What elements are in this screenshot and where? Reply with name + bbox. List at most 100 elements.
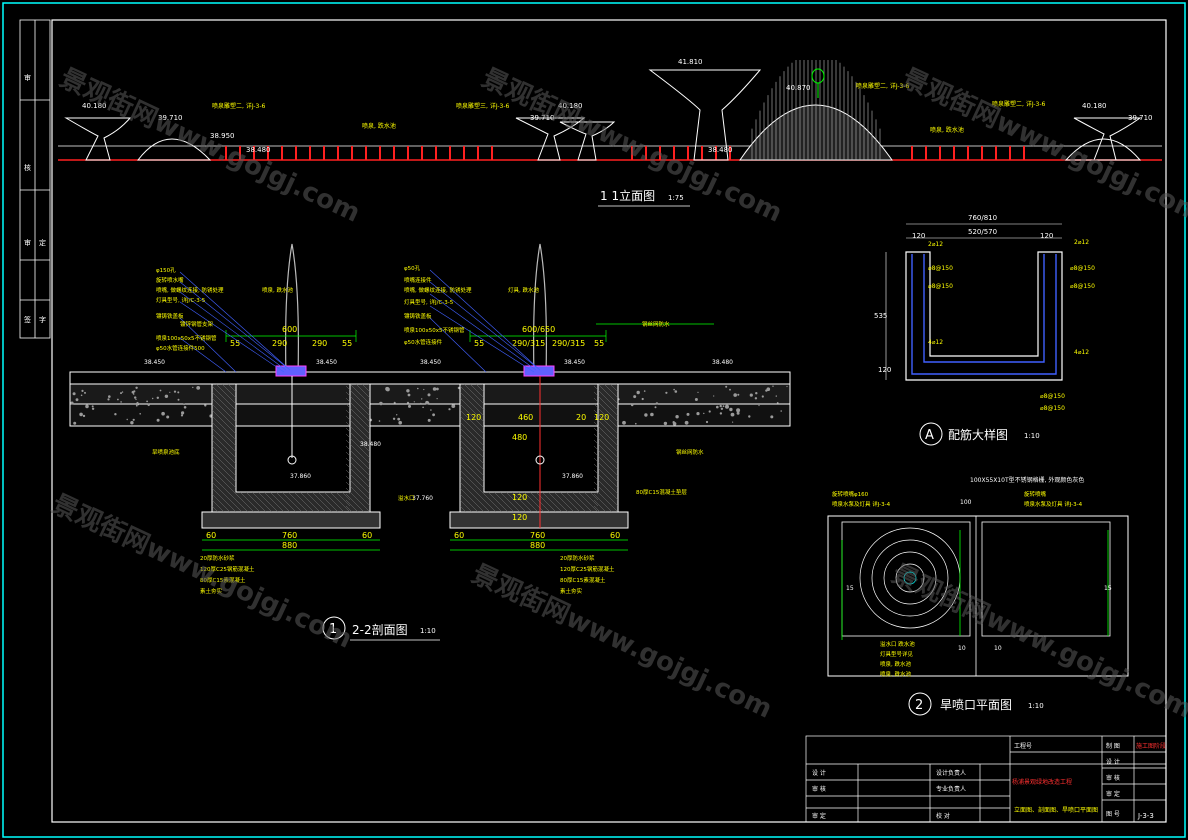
dim-label: 10 — [958, 645, 966, 652]
section-note: 20厚防水砂浆 — [200, 554, 235, 562]
hatch-line — [341, 491, 351, 501]
gravel-texture — [70, 385, 788, 426]
hatch-line — [245, 491, 267, 513]
tb-project: 杨浦景观绿地改造工程 — [1012, 778, 1072, 786]
plan-label: 喷泉, 跌水池 — [880, 660, 911, 668]
level-label: 38.480 — [708, 146, 733, 154]
hatch-line — [355, 383, 371, 399]
gravel-dot — [152, 397, 154, 400]
gravel-dot — [108, 395, 111, 398]
gravel-dot — [749, 393, 753, 397]
hatch-line — [593, 385, 619, 411]
hatch-line — [463, 383, 485, 405]
plan-label: 旋转喷嘴 — [1024, 490, 1047, 498]
elevation-note: 喷泉雕塑二, 详J-3-6 — [212, 102, 266, 110]
dim-label: 880 — [282, 541, 297, 550]
dim-label: 880 — [530, 541, 545, 550]
hatch-line — [281, 491, 303, 513]
gravel-dot — [780, 410, 782, 412]
gravel-dot — [133, 390, 136, 393]
tb-label: 设计负责人 — [936, 769, 966, 777]
gravel-dot — [673, 388, 675, 391]
rebar-label: ⌀8@150 — [1040, 393, 1065, 400]
hatch-line — [211, 421, 237, 447]
nozzle-cap — [275, 365, 307, 377]
section-title: 2-2剖面图 — [352, 623, 408, 637]
dome — [136, 138, 212, 161]
dim-label: 55 — [594, 339, 604, 348]
hatch-line — [615, 383, 619, 387]
gravel-dot — [650, 412, 654, 417]
level-label: 38.450 — [420, 359, 441, 366]
dim-label: 290/315 — [512, 339, 545, 348]
gravel-dot — [183, 403, 186, 406]
gravel-dot — [385, 386, 390, 391]
hatch-line — [317, 491, 339, 513]
hatch-line — [287, 491, 309, 513]
rebar-detail: 760/810 520/570 120 120 535 120 2⌀12 2⌀1… — [874, 214, 1095, 446]
hatch-line — [345, 469, 371, 495]
elevation-note: 喷泉, 跌水池 — [362, 122, 396, 130]
hatch-line — [593, 505, 601, 513]
level-label: 39.710 — [1128, 114, 1153, 122]
gravel-dot — [156, 396, 159, 399]
hatch-line — [233, 383, 237, 387]
gravel-dot — [396, 414, 398, 416]
hatch-line — [235, 505, 243, 513]
section-note: 80厚C15素混凝土 — [560, 576, 606, 584]
dim-label: 290/315 — [552, 339, 585, 348]
hatch-line — [593, 421, 619, 447]
hatch-line — [583, 491, 599, 507]
hatch-line — [345, 385, 371, 411]
tb-label: 专业负责人 — [936, 785, 966, 793]
hatch-line — [593, 403, 619, 429]
elevation-title: 1 1立面图 — [600, 188, 655, 203]
hatch-line — [459, 505, 467, 513]
hatch-line — [345, 463, 371, 489]
tb-drawing-title: 立面图、剖面图、旱喷口平面图 — [1014, 806, 1098, 814]
hatch-line — [483, 493, 503, 513]
section-note: 灯具, 跌水池 — [508, 286, 539, 294]
gravel-dot — [696, 412, 700, 416]
level-label: 38.480 — [246, 146, 271, 154]
section-note: 钢丝网防水 — [642, 320, 670, 328]
hatch-line — [589, 491, 599, 501]
rebar-label: 2⌀12 — [1074, 239, 1089, 246]
hatch-line — [595, 491, 599, 495]
hatch-line — [211, 445, 237, 471]
hatch-line — [211, 463, 237, 489]
tb-label: 审 定 — [812, 812, 826, 820]
hatch-line — [593, 433, 619, 459]
hatch-line — [211, 439, 237, 465]
gravel-dot — [91, 405, 94, 408]
hatch-line — [593, 427, 619, 453]
hatch-line — [211, 433, 237, 459]
dim-label: 100 — [960, 499, 972, 506]
hatch-line — [345, 451, 371, 477]
hatch-line — [481, 383, 485, 387]
level-label: 37.860 — [562, 473, 583, 480]
gravel-dot — [675, 415, 679, 419]
dim-label: 120 — [1040, 232, 1053, 240]
hatch-line — [275, 491, 297, 513]
gravel-dot — [427, 418, 431, 422]
gravel-dot — [427, 393, 431, 397]
gravel-dot — [748, 415, 751, 418]
hatch-line — [345, 409, 371, 435]
plan-label: 灯具型号详见 — [880, 650, 914, 658]
plan-label: 喷泉水泵及灯具 详J-3-4 — [832, 500, 891, 508]
gravel-dot — [82, 414, 86, 418]
hatch-line — [211, 385, 237, 411]
rebar-label: 4⌀12 — [928, 339, 943, 346]
gravel-dot — [107, 398, 110, 401]
gravel-dot — [719, 404, 722, 408]
elevation-note: 喷泉, 跌水池 — [930, 126, 964, 134]
gravel-dot — [393, 401, 396, 404]
section-scale: 1:10 — [420, 627, 436, 635]
hatch-line — [349, 383, 371, 405]
gravel-dot — [135, 398, 137, 401]
gravel-dot — [703, 412, 705, 415]
level-label: 37.860 — [290, 473, 311, 480]
dim-label: 10 — [994, 645, 1002, 652]
section-note: 镶铸铁盖板 — [404, 312, 432, 320]
